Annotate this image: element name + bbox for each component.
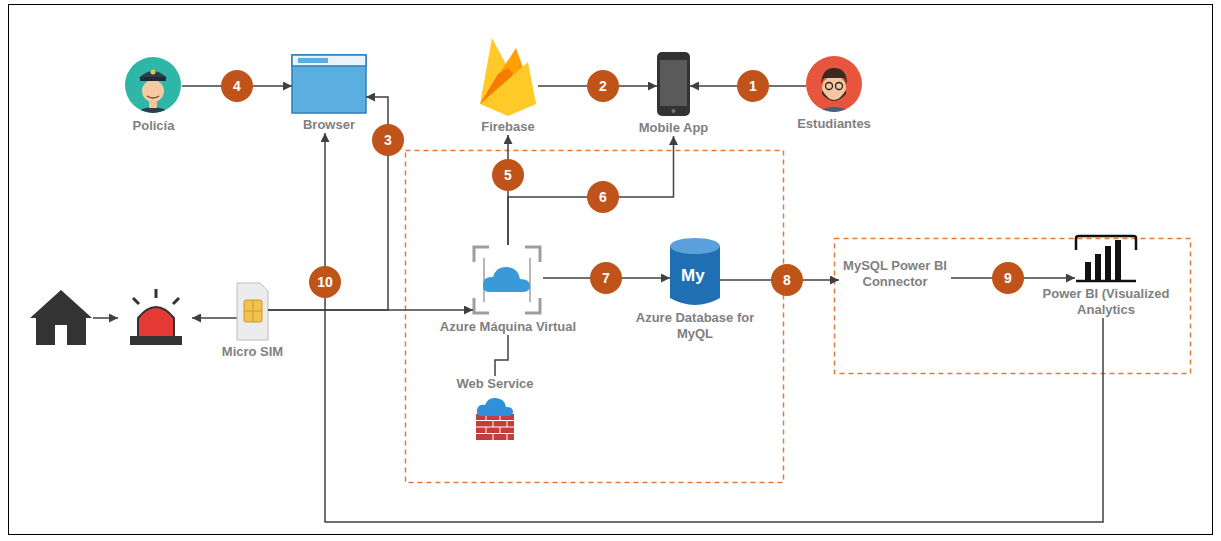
phone-icon (657, 52, 690, 116)
connector (495, 335, 508, 376)
icon-node: Firebase (478, 35, 538, 135)
cloud-region (406, 151, 784, 483)
logo-text: My (681, 266, 705, 286)
house-icon (30, 290, 92, 345)
student-icon (806, 56, 862, 118)
icon-node: Web Service (475, 376, 515, 438)
callout-number: 4 (221, 70, 253, 102)
firewall-icon (476, 398, 514, 440)
callout-number: 5 (492, 159, 524, 191)
connector (508, 136, 674, 245)
callout-number: 2 (587, 70, 619, 102)
powerbi-icon (1076, 236, 1136, 281)
node-label: Power BI (Visualized Analytics (1036, 286, 1176, 318)
figure-frame (9, 5, 1213, 535)
callout-number: 10 (309, 266, 341, 298)
sim-alarm-arrow (192, 317, 237, 319)
callout-number: 7 (590, 262, 622, 294)
node-label: Browser (303, 117, 355, 133)
icon-node: Power BI (Visualized Analytics (1075, 235, 1137, 318)
icon-node: Policía (125, 57, 182, 134)
node-label: Firebase (481, 119, 534, 135)
connector (268, 309, 473, 311)
house-alarm-arrow (93, 317, 118, 319)
icon-node: MySQL Power BI Connector (839, 258, 951, 290)
node-label: Web Service (456, 376, 533, 392)
node-label: Policía (133, 118, 175, 134)
icon-node: Micro SIM (237, 283, 268, 360)
icon-node: Azure Máquina Virtual (473, 245, 543, 335)
callout-number: 3 (372, 124, 404, 156)
vm-icon (474, 247, 540, 313)
callout-number: 9 (992, 262, 1024, 294)
icon-node: Estudiantes (806, 56, 862, 132)
node-label: Azure Database for MyQL (630, 310, 760, 342)
callout-number: 1 (737, 70, 769, 102)
database-icon (670, 238, 720, 305)
callout-number: 8 (771, 264, 803, 296)
browser-icon (292, 55, 366, 113)
node-label: MySQL Power BI Connector (839, 258, 951, 290)
analytics-region (835, 239, 1191, 374)
icon-node: Mobile App (657, 52, 690, 136)
police-icon (125, 57, 181, 118)
connector (268, 97, 388, 310)
sim-icon (237, 283, 268, 340)
node-label: Micro SIM (222, 344, 283, 360)
icon-node: Browser (292, 55, 366, 133)
node-label: Mobile App (639, 120, 709, 136)
callout-number: 6 (587, 181, 619, 213)
connector (325, 133, 1103, 522)
icon-node: Azure Database for MyQL (670, 238, 720, 342)
node-label: Azure Máquina Virtual (440, 319, 576, 335)
firebase-icon (480, 38, 536, 116)
node-label: Estudiantes (797, 116, 871, 132)
alarm-icon (130, 289, 182, 345)
